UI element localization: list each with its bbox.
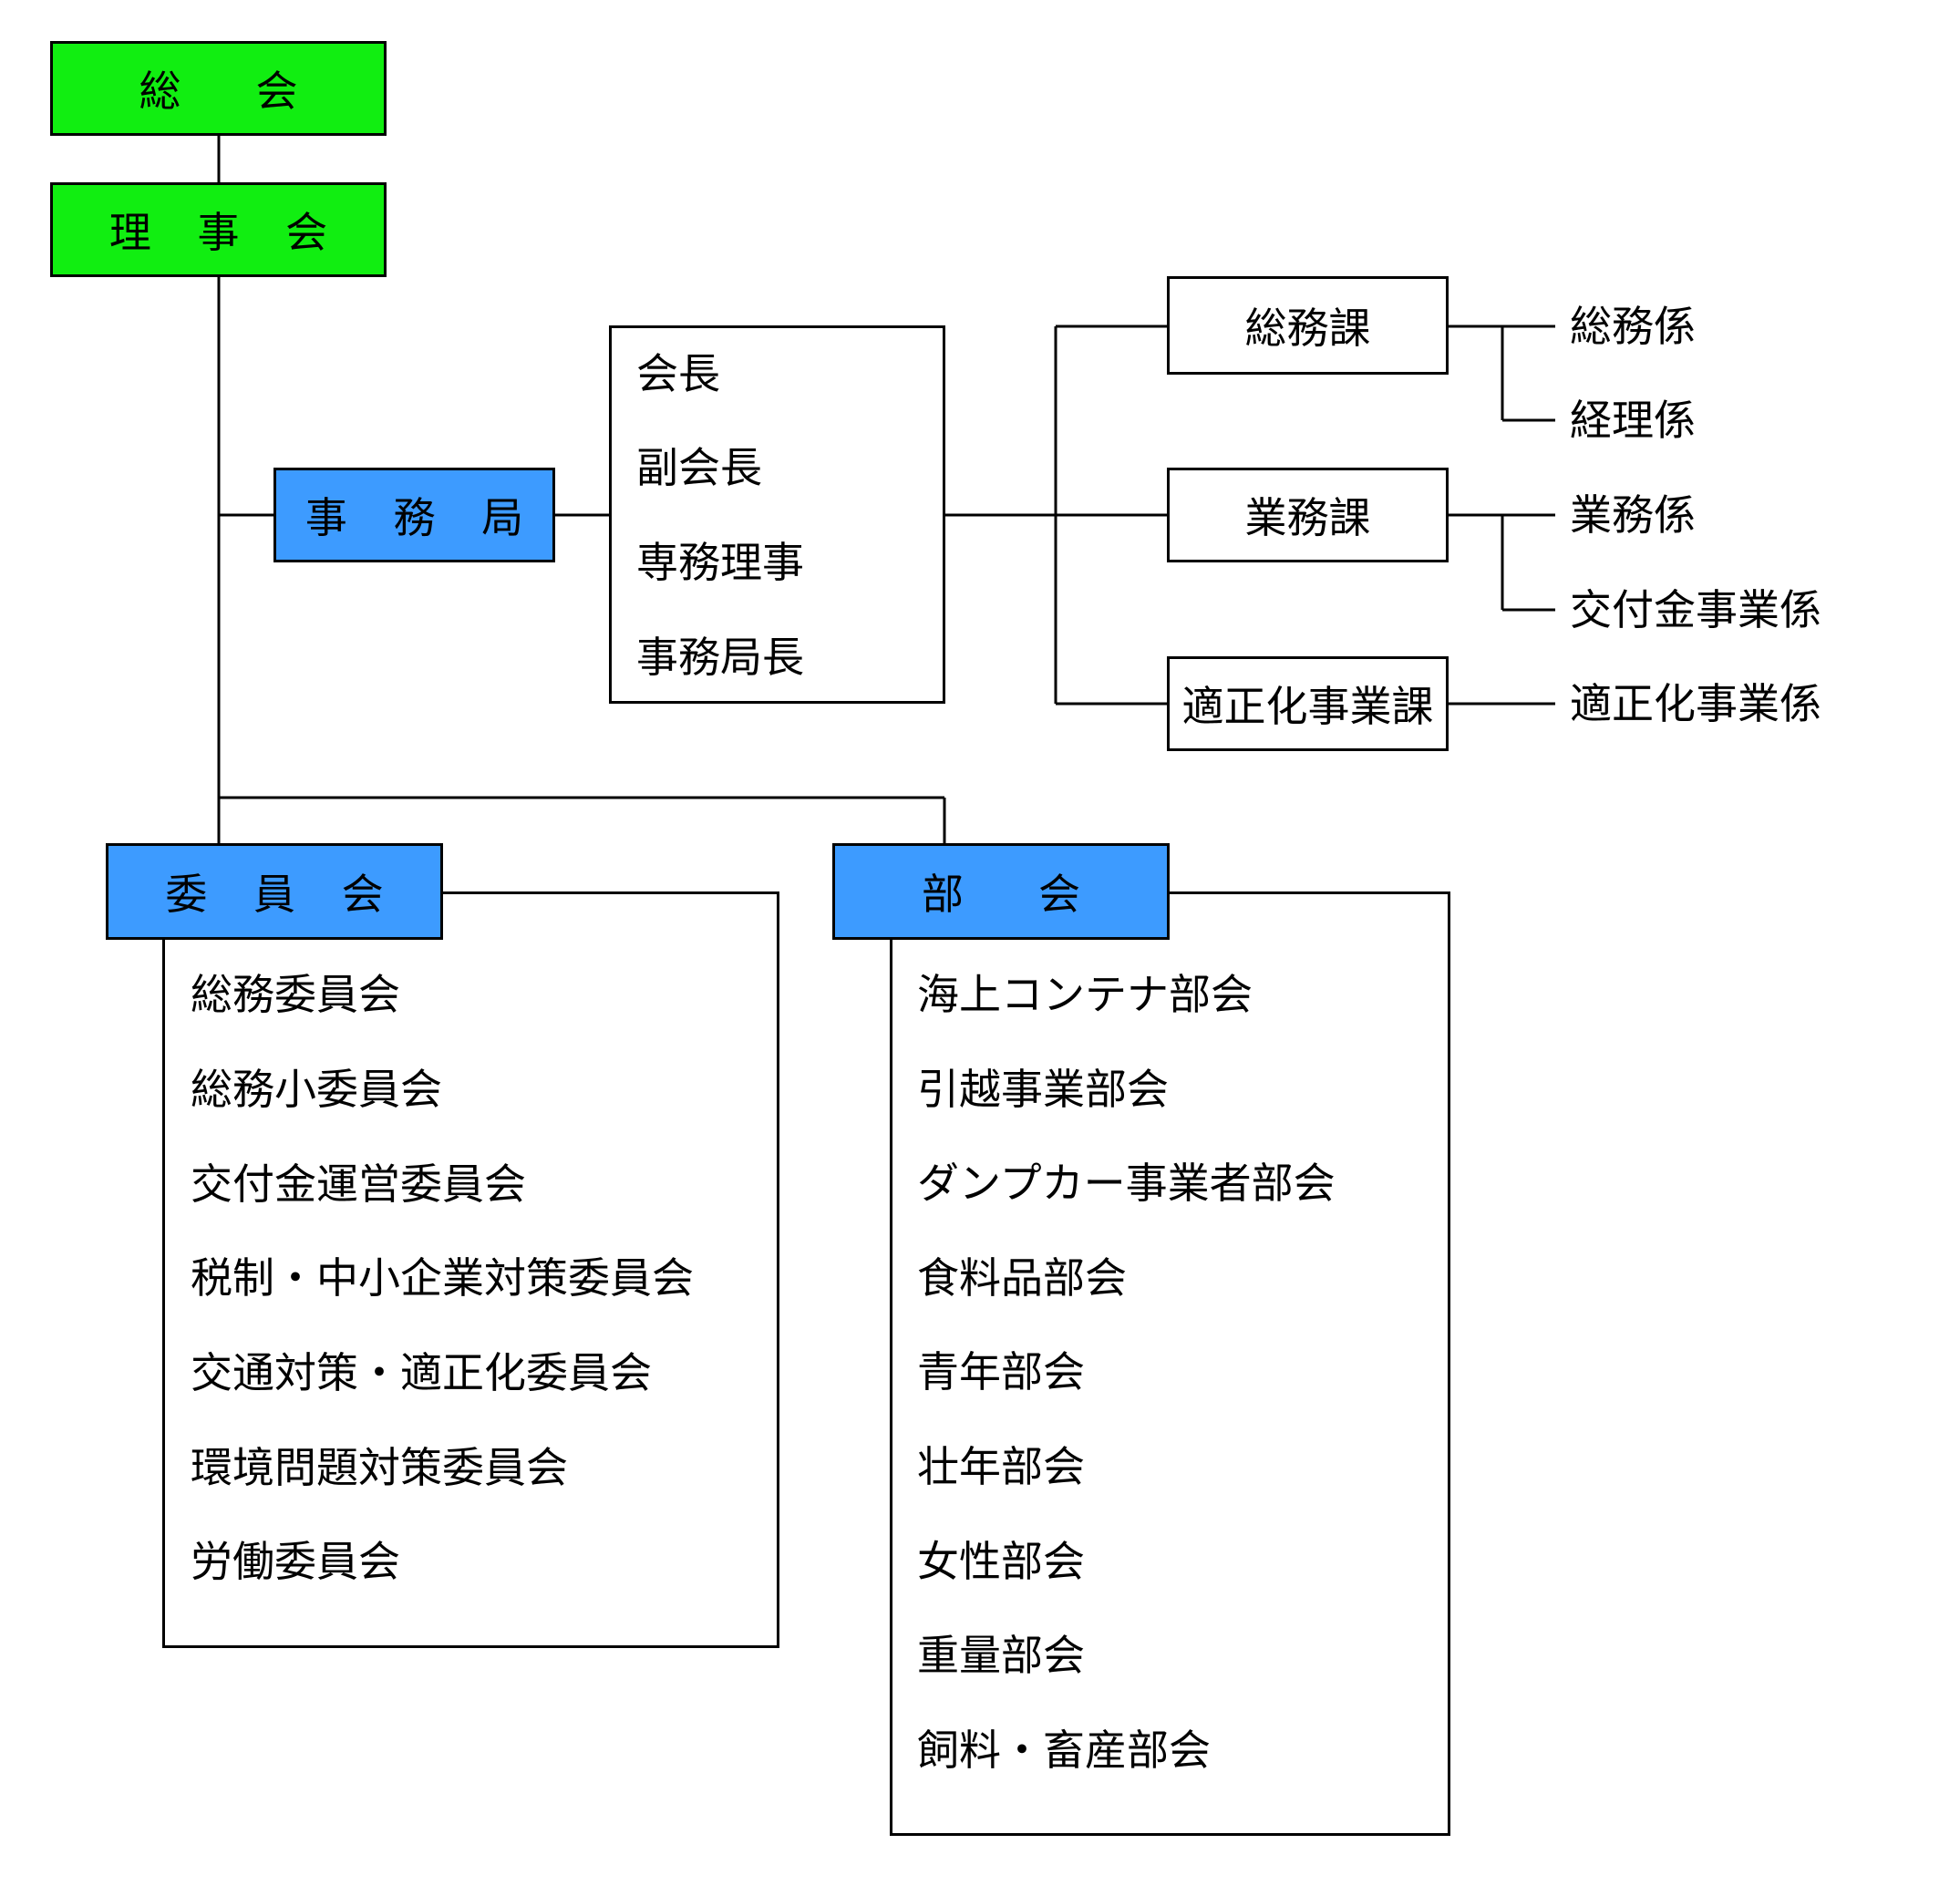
board-box: 理 事 会: [50, 182, 387, 277]
secretariat-label: 事 務 局: [304, 493, 541, 542]
subcommittee-item: 引越事業部会: [917, 1065, 1169, 1114]
subcommittee-item: 女性部会: [917, 1537, 1085, 1586]
division-label: 適正化事業課: [1181, 682, 1434, 731]
executive-item: 副会長: [636, 443, 762, 492]
executives-box: 会長 副会長 専務理事 事務局長: [609, 325, 945, 704]
division-box-general-affairs: 総務課: [1167, 276, 1449, 375]
subcommittees-title: 部 会: [922, 870, 1097, 919]
subcommittee-item: 食料品部会: [917, 1253, 1127, 1303]
subcommittee-item: 飼料・畜産部会: [917, 1726, 1211, 1775]
committee-item: 総務小委員会: [191, 1065, 442, 1114]
executive-item: 会長: [636, 349, 720, 398]
subcommittees-header: 部 会: [832, 843, 1170, 940]
subcommittee-item: ダンプカー事業者部会: [917, 1159, 1336, 1208]
general-assembly-box: 総 会: [50, 41, 387, 136]
division-label: 総務課: [1244, 304, 1371, 353]
subcommittee-item: 重量部会: [917, 1631, 1085, 1680]
general-assembly-label: 総 会: [139, 67, 315, 116]
section-label: 業務係: [1570, 490, 1696, 540]
section-label: 経理係: [1570, 396, 1696, 445]
committees-header: 委 員 会: [106, 843, 443, 940]
executive-item: 専務理事: [636, 538, 804, 587]
committee-item: 労働委員会: [191, 1537, 400, 1586]
executive-item: 事務局長: [636, 633, 804, 682]
subcommittees-panel: 海上コンテナ部会 引越事業部会 ダンプカー事業者部会 食料品部会 青年部会 壮年…: [890, 891, 1450, 1836]
committee-item: 税制・中小企業対策委員会: [191, 1253, 694, 1303]
section-label: 総務係: [1570, 302, 1696, 351]
committees-title: 委 員 会: [165, 870, 400, 919]
section-label: 交付金事業係: [1570, 585, 1821, 634]
subcommittee-item: 壮年部会: [917, 1442, 1085, 1491]
committee-item: 総務委員会: [191, 970, 400, 1019]
committee-item: 環境問題対策委員会: [191, 1443, 568, 1492]
committees-panel: 総務委員会 総務小委員会 交付金運営委員会 税制・中小企業対策委員会 交通対策・…: [162, 891, 779, 1648]
division-label: 業務課: [1244, 493, 1371, 542]
subcommittee-item: 海上コンテナ部会: [917, 970, 1253, 1019]
board-label: 理 事 会: [108, 208, 345, 257]
committee-item: 交通対策・適正化委員会: [191, 1348, 652, 1397]
section-label: 適正化事業係: [1570, 679, 1821, 728]
division-box-operations: 業務課: [1167, 468, 1449, 562]
secretariat-box: 事 務 局: [273, 468, 555, 562]
committee-item: 交付金運営委員会: [191, 1159, 526, 1209]
division-box-compliance: 適正化事業課: [1167, 656, 1449, 751]
subcommittee-item: 青年部会: [917, 1347, 1085, 1396]
